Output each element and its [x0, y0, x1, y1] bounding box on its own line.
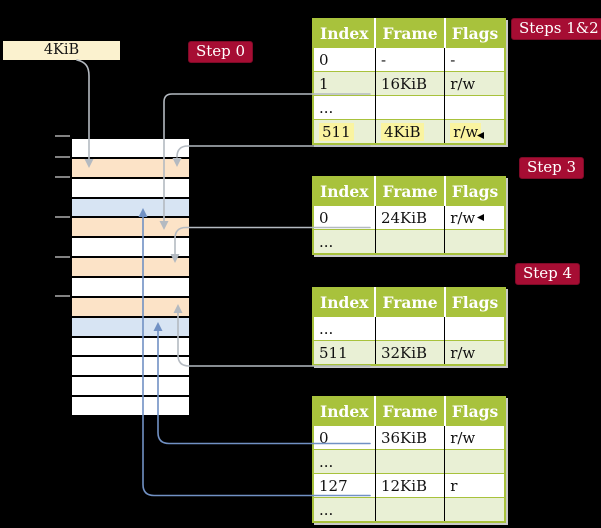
page-table-4: Index Frame Flags 0 36KiB r/w ... 127 12… — [312, 396, 507, 523]
cell-index: 0 — [313, 205, 376, 230]
step-4-badge: Step 4 — [515, 263, 581, 285]
cell-flags: r/w — [444, 71, 506, 96]
cell-index: ... — [313, 95, 376, 120]
memory-row-empty — [72, 178, 189, 199]
cell-index: 511 — [313, 119, 376, 144]
col-header-frame: Frame — [374, 397, 445, 426]
cell-index: 0 — [313, 47, 376, 72]
memory-row-table — [72, 258, 189, 279]
steps-1-2-badge: Steps 1&2 — [511, 18, 601, 40]
memory-row-table — [72, 218, 189, 239]
cell-index: ... — [313, 229, 376, 254]
cell-index: ... — [313, 449, 376, 474]
table-row: ... — [313, 497, 506, 522]
col-header-index: Index — [313, 397, 376, 426]
table-row: ... — [313, 95, 506, 120]
memory-row-empty — [72, 139, 189, 159]
cell-frame: 16KiB — [374, 71, 445, 96]
table-header-row: Index Frame Flags — [313, 288, 506, 317]
memory-address-tick — [55, 255, 70, 258]
col-header-flags: Flags — [443, 19, 506, 48]
col-header-flags: Flags — [443, 288, 506, 317]
col-header-frame: Frame — [374, 19, 445, 48]
cell-index: ... — [313, 497, 376, 522]
memory-row-table — [72, 297, 189, 318]
cell-frame — [374, 316, 445, 341]
cell-flags: r/w — [444, 340, 506, 365]
cell-flags: r/w — [444, 205, 506, 230]
cell-flags — [444, 229, 506, 254]
cell-flags — [444, 449, 506, 474]
step-3-badge: Step 3 — [519, 157, 585, 179]
cell-frame: 36KiB — [374, 425, 445, 450]
table-row: 0 - - — [313, 47, 506, 72]
memory-row-empty — [72, 238, 189, 259]
table-row: 0 24KiB r/w — [313, 205, 506, 230]
cell-flags: r/w — [444, 425, 506, 450]
cell-flags — [444, 95, 506, 120]
cell-index: 0 — [313, 425, 376, 450]
table-header-row: Index Frame Flags — [313, 19, 506, 48]
cell-flags: r — [444, 473, 506, 498]
cell-index: 127 — [313, 473, 376, 498]
table-row: 511 32KiB r/w — [313, 340, 506, 365]
highlighted-value: 511 — [319, 122, 354, 141]
table-row: 0 36KiB r/w — [313, 425, 506, 450]
page-table-2: Index Frame Flags 0 24KiB r/w ... — [312, 176, 507, 255]
col-header-index: Index — [313, 177, 376, 206]
memory-address-tick — [55, 155, 70, 158]
cell-frame — [374, 229, 445, 254]
table-row: ... — [313, 229, 506, 254]
memory-address-tick — [55, 135, 70, 137]
col-header-frame: Frame — [374, 288, 445, 317]
table-row: ... — [313, 449, 506, 474]
memory-row-empty — [72, 337, 189, 358]
table-header-row: Index Frame Flags — [313, 397, 506, 426]
table-row-recursive-entry: 511 4KiB r/w — [313, 119, 506, 144]
memory-row-empty — [72, 397, 189, 416]
memory-row-empty — [72, 278, 189, 298]
col-header-flags: Flags — [443, 397, 506, 426]
cell-frame: 12KiB — [374, 473, 445, 498]
cell-frame: 4KiB — [374, 119, 445, 144]
physical-memory-column — [70, 137, 191, 417]
memory-row-page — [72, 317, 189, 338]
col-header-index: Index — [313, 19, 376, 48]
page-table-1: Index Frame Flags 0 - - 1 16KiB r/w ... … — [312, 18, 507, 145]
cell-flags — [444, 497, 506, 522]
highlighted-value: 4KiB — [380, 122, 424, 141]
highlighted-value: r/w — [450, 122, 482, 141]
memory-row-table — [72, 158, 189, 179]
cell-frame — [374, 449, 445, 474]
col-header-flags: Flags — [443, 177, 506, 206]
col-header-frame: Frame — [374, 177, 445, 206]
memory-row-empty — [72, 377, 189, 398]
page-table-3: Index Frame Flags ... 511 32KiB r/w — [312, 287, 507, 366]
table-header-row: Index Frame Flags — [313, 177, 506, 206]
col-header-index: Index — [313, 288, 376, 317]
cell-frame: 24KiB — [374, 205, 445, 230]
memory-address-tick — [55, 215, 70, 218]
memory-address-tick — [55, 175, 70, 178]
cell-flags: - — [444, 47, 506, 72]
arrow-table1-entry511-to-4kib-frame — [176, 145, 371, 158]
table-row: 127 12KiB r — [313, 473, 506, 498]
memory-address-tick — [55, 295, 70, 297]
cell-index: 1 — [313, 71, 376, 96]
cell-frame: 32KiB — [374, 340, 445, 365]
address-label-4kib: 4KiB — [3, 41, 120, 60]
cell-index: ... — [313, 316, 376, 341]
cell-flags — [444, 316, 506, 341]
cell-flags: r/w — [444, 119, 506, 144]
cell-frame — [374, 497, 445, 522]
memory-row-page — [72, 198, 189, 219]
step-0-badge: Step 0 — [188, 41, 254, 63]
cell-index: 511 — [313, 340, 376, 365]
table-row: ... — [313, 316, 506, 341]
table-row: 1 16KiB r/w — [313, 71, 506, 96]
cell-frame: - — [374, 47, 445, 72]
memory-row-empty — [72, 357, 189, 378]
cell-frame — [374, 95, 445, 120]
